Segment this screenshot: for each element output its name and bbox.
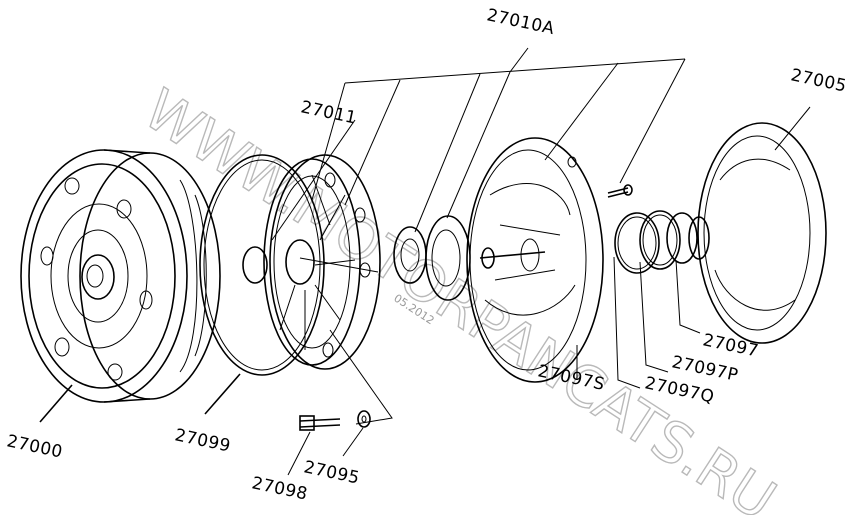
leader-lines [271,47,811,476]
watermark-text: WWW.MOTORPANCATS.RU [132,77,786,515]
o-ring-27099 [199,154,325,415]
label-27098: 27098 [250,473,310,504]
torque-converter [20,149,221,423]
label-27000: 27000 [5,431,65,462]
stator-support [466,137,604,383]
label-27010A: 27010A [485,5,556,39]
washer-27095 [357,410,371,428]
label-27099: 27099 [173,425,233,456]
label-27005: 27005 [789,65,849,96]
label-27095: 27095 [302,457,362,488]
seal-rings [614,210,710,274]
pump-gasket [697,122,827,344]
pump-body [242,154,381,370]
watermark: WWW.MOTORPANCATS.RU 05.2012 [132,77,788,515]
bolt-right [607,184,633,198]
bolt-27098 [299,415,341,431]
label-27097: 27097 [701,330,761,361]
label-27011: 27011 [299,97,359,128]
